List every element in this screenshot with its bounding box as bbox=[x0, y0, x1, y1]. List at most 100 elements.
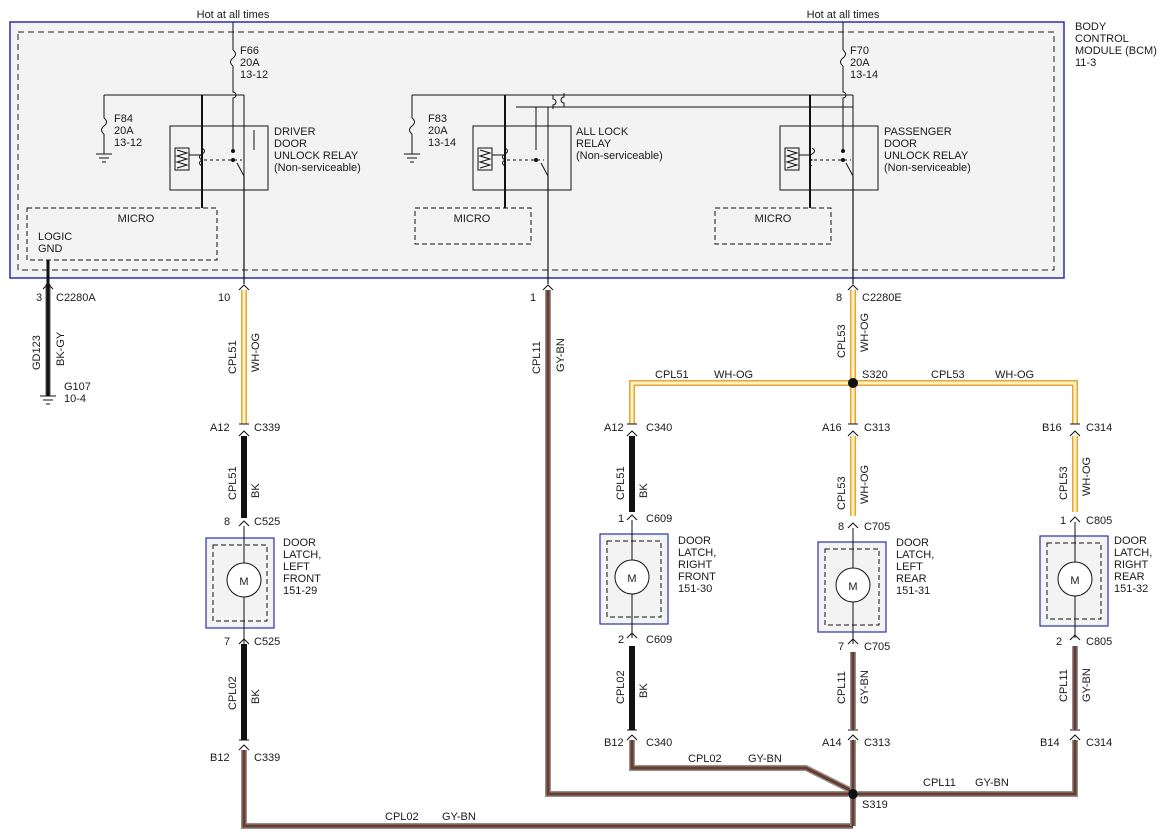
passenger-relay-label-1: PASSENGER bbox=[884, 126, 952, 138]
logic-gnd-2: GND bbox=[38, 243, 63, 255]
wire-cpl11-lr-color: GY-BN bbox=[859, 670, 871, 704]
wire-cpl51-rf-circuit: CPL51 bbox=[615, 466, 627, 500]
all-lock-relay-label-2: RELAY bbox=[576, 138, 612, 150]
wire-cpl02-h1-circuit: CPL02 bbox=[688, 753, 722, 765]
wire-gd123-circuit: GD123 bbox=[31, 335, 43, 370]
conn-c805-top-name: C805 bbox=[1086, 515, 1112, 527]
conn-p10: 10 bbox=[218, 292, 230, 304]
latch-lr-3: LEFT bbox=[896, 561, 923, 573]
latch-lf-1: DOOR bbox=[283, 537, 316, 549]
conn-c339-bot-pin: B12 bbox=[210, 752, 230, 764]
latch-lr-5: 151-31 bbox=[896, 585, 930, 597]
conn-c314-bot-name: C314 bbox=[1086, 737, 1112, 749]
wire-cpl51-driver bbox=[238, 284, 250, 751]
wire-cpl02-bottom-color: GY-BN bbox=[442, 811, 476, 823]
wire-cpl02-rf-circuit: CPL02 bbox=[615, 670, 627, 704]
motor-label-rf: M bbox=[627, 573, 636, 585]
latch-lf-2: LATCH, bbox=[283, 549, 321, 561]
driver-relay-circuit bbox=[26, 22, 269, 284]
passenger-relay-label-2: DOOR bbox=[884, 138, 917, 150]
bcm-inner-dashed bbox=[17, 31, 1055, 271]
fuse-f84-rating: 20A bbox=[114, 125, 134, 137]
fuse-f83-name: F83 bbox=[428, 113, 447, 125]
wire-cpl02-h1-color: GY-BN bbox=[748, 753, 782, 765]
conn-c609-top-name: C609 bbox=[646, 513, 672, 525]
latch-rr-2: LATCH, bbox=[1114, 547, 1152, 559]
wire-cpl02-bk-color: BK bbox=[250, 689, 262, 704]
wire-cpl11-rr-color: GY-BN bbox=[1081, 668, 1093, 702]
wire-cpl51-bk-color: BK bbox=[250, 483, 262, 498]
wire-rr-column bbox=[1039, 423, 1109, 741]
latch-lr-1: DOOR bbox=[896, 537, 929, 549]
fuse-f84-ref: 13-12 bbox=[114, 137, 142, 149]
motor-label-lr: M bbox=[848, 581, 857, 593]
conn-c339-top-pin: A12 bbox=[210, 422, 230, 434]
driver-relay-label-2: DOOR bbox=[274, 138, 307, 150]
wire-cpl02-bottom-circuit: CPL02 bbox=[385, 811, 419, 823]
latch-lf-4: FRONT bbox=[283, 573, 321, 585]
motor-label-rr: M bbox=[1070, 575, 1079, 587]
passenger-relay-circuit bbox=[714, 22, 879, 284]
supply-label-right: Hot at all times bbox=[807, 9, 880, 21]
conn-c2280a-name: C2280A bbox=[56, 292, 96, 304]
wire-cpl53-wh-circuit: CPL53 bbox=[836, 324, 848, 358]
wire-cpl11-rr bbox=[858, 646, 1078, 797]
micro-label-left: MICRO bbox=[118, 213, 155, 225]
conn-c314-top-name: C314 bbox=[1086, 422, 1112, 434]
bcm-name-2: CONTROL bbox=[1075, 33, 1129, 45]
fuse-f70-name: F70 bbox=[850, 45, 869, 57]
latch-rf-5: 151-30 bbox=[678, 583, 712, 595]
wire-cpl53-lr-color: WH-OG bbox=[859, 465, 871, 504]
wire-lr-column bbox=[817, 423, 887, 741]
conn-c314-top-pin: B16 bbox=[1042, 422, 1062, 434]
conn-c313-bot-pin: A14 bbox=[822, 737, 842, 749]
passenger-relay-label-3: UNLOCK RELAY bbox=[884, 150, 969, 162]
ground-g107-ref: 10-4 bbox=[64, 393, 86, 405]
conn-c805-bot-pin: 2 bbox=[1056, 636, 1062, 648]
conn-c313-bot-name: C313 bbox=[864, 737, 890, 749]
conn-c313-top-pin: A16 bbox=[822, 422, 842, 434]
conn-c314-bot-pin: B14 bbox=[1040, 737, 1060, 749]
conn-c525-bot-pin: 7 bbox=[224, 636, 230, 648]
wire-cpl53-rr-circuit: CPL53 bbox=[1058, 466, 1070, 500]
passenger-relay-label-4: (Non-serviceable) bbox=[884, 162, 971, 174]
latch-rf-2: LATCH, bbox=[678, 547, 716, 559]
wire-cpl11-h-color: GY-BN bbox=[975, 777, 1009, 789]
conn-p1: 1 bbox=[530, 292, 536, 304]
latch-rf-3: RIGHT bbox=[678, 559, 713, 571]
conn-c339-top-name: C339 bbox=[254, 422, 280, 434]
conn-c340-top-name: C340 bbox=[646, 422, 672, 434]
latch-rr-5: 151-32 bbox=[1114, 583, 1148, 595]
fuse-f83-rating: 20A bbox=[428, 125, 448, 137]
bcm-name-1: BODY bbox=[1075, 21, 1107, 33]
wire-gd123 bbox=[40, 283, 56, 405]
wire-cpl02-gy-bn-bottom bbox=[241, 750, 853, 829]
wire-cpl53-rr-color: WH-OG bbox=[1081, 457, 1093, 496]
conn-c805-top-pin: 1 bbox=[1060, 515, 1066, 527]
wire-cpl53-lr-circuit: CPL53 bbox=[836, 476, 848, 510]
latch-rr-4: REAR bbox=[1114, 571, 1145, 583]
conn-c313-top-name: C313 bbox=[864, 422, 890, 434]
micro-label-center: MICRO bbox=[454, 213, 491, 225]
all-lock-relay-label-3: (Non-serviceable) bbox=[576, 150, 663, 162]
latch-lr-4: REAR bbox=[896, 573, 927, 585]
wire-cpl51-rf-color: BK bbox=[638, 483, 650, 498]
latch-rf-1: DOOR bbox=[678, 535, 711, 547]
wire-cpl51-bk-circuit: CPL51 bbox=[227, 466, 239, 500]
conn-c525-top-name: C525 bbox=[254, 516, 280, 528]
fuse-f83-ref: 13-14 bbox=[428, 137, 456, 149]
ground-g107-name: G107 bbox=[64, 381, 91, 393]
conn-c609-bot-pin: 2 bbox=[618, 634, 624, 646]
wire-cpl53-h-circuit: CPL53 bbox=[931, 369, 965, 381]
conn-c705-bot-pin: 7 bbox=[838, 641, 844, 653]
wire-cpl53-h-color: WH-OG bbox=[995, 369, 1034, 381]
conn-c340-bot-name: C340 bbox=[646, 737, 672, 749]
splice-s319-dot bbox=[848, 789, 858, 799]
fuse-f84-name: F84 bbox=[114, 113, 133, 125]
splice-s320-dot bbox=[848, 378, 858, 388]
wire-cpl51-wh-circuit: CPL51 bbox=[227, 340, 239, 374]
fuse-f70-ref: 13-14 bbox=[850, 69, 878, 81]
conn-c705-bot-name: C705 bbox=[864, 641, 890, 653]
